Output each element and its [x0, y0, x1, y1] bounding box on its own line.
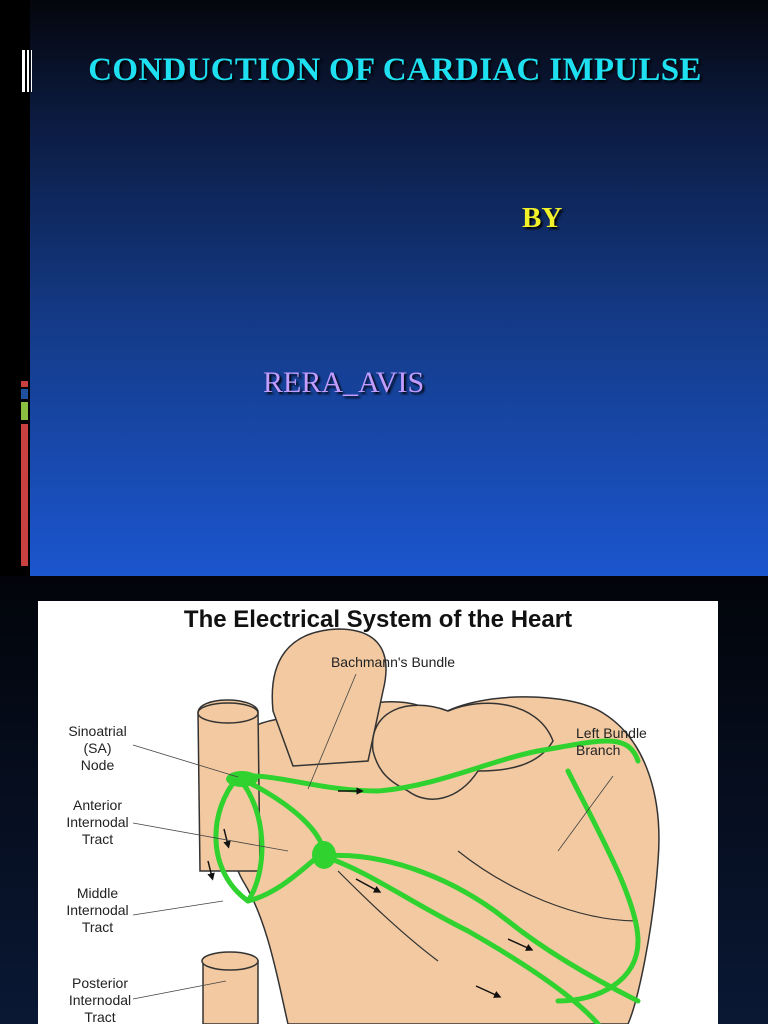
flow-arrows [207, 787, 534, 998]
label-posterior-tract: Posterior Internodal Tract [68, 975, 132, 1024]
accent-red-small [21, 381, 28, 387]
leader-lines [132, 673, 614, 1000]
by-label: BY [522, 202, 563, 234]
slide-title: CONDUCTION OF CARDIAC IMPULSE [88, 52, 702, 88]
author-name: RERA_AVIS [263, 366, 425, 399]
label-left-bundle-branch: Left Bundle Branch [576, 725, 647, 758]
diagram-slide: The Electrical System of the Heart Bachm… [0, 576, 768, 1024]
accent-red-bar [21, 424, 28, 566]
sa-node [226, 771, 258, 787]
aorta [271, 628, 387, 767]
av-node [312, 841, 336, 869]
heart-illustration [132, 628, 660, 1024]
accent-green [21, 402, 28, 420]
left-atrium [371, 702, 554, 800]
accent-blue [21, 389, 28, 399]
slide-background [30, 0, 768, 576]
title-slide: CONDUCTION OF CARDIAC IMPULSE BY RERA_AV… [21, 0, 768, 576]
label-sa-node: Sinoatrial (SA) Node [68, 723, 127, 773]
heart-diagram: The Electrical System of the Heart Bachm… [38, 601, 718, 1024]
label-bachmanns-bundle: Bachmann's Bundle [330, 654, 456, 670]
diagram-title: The Electrical System of the Heart [183, 606, 573, 633]
label-anterior-tract: Anterior Internodal Tract [66, 797, 129, 847]
label-middle-tract: Middle Internodal Tract [66, 885, 129, 935]
